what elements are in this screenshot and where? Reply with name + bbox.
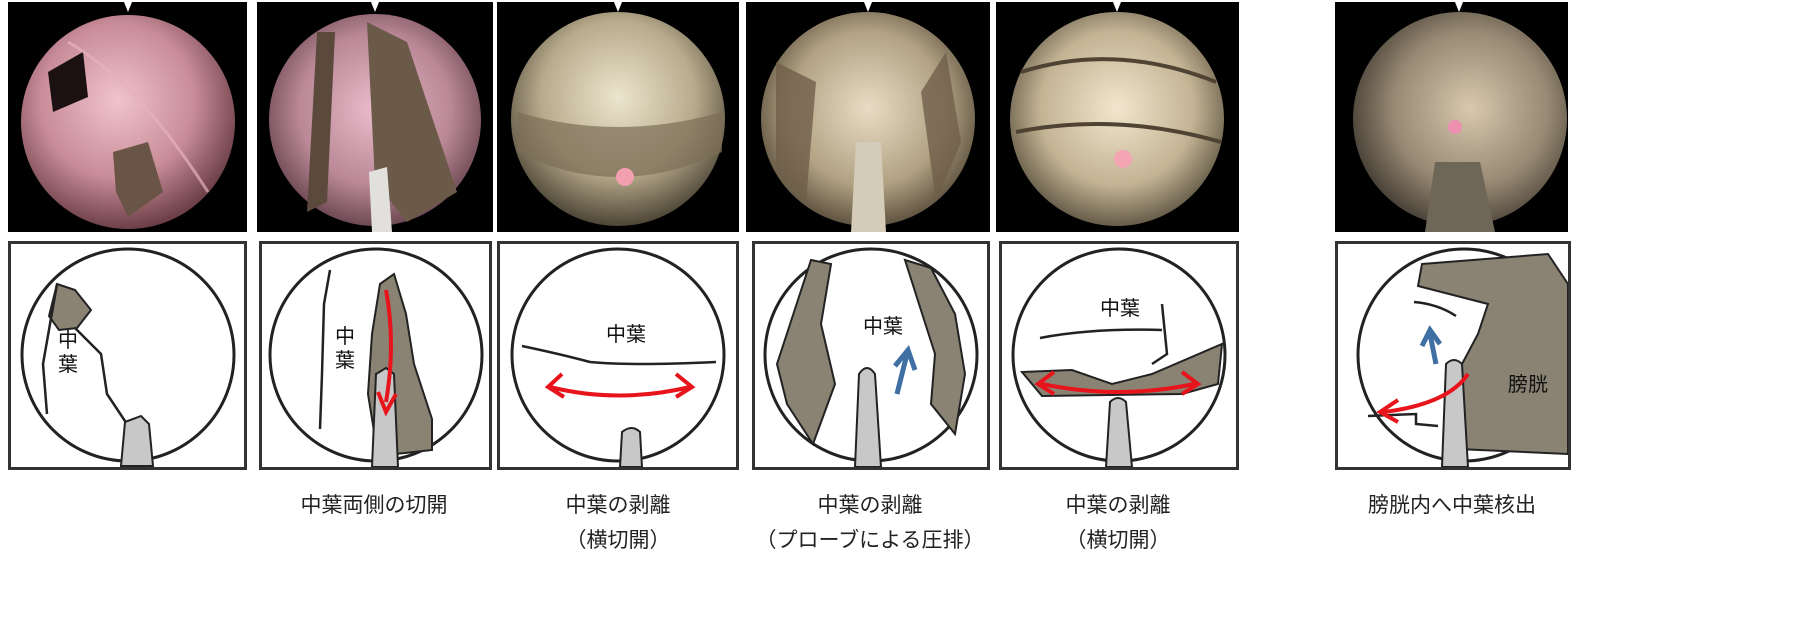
middle-lobe-label: 中葉 (57, 328, 79, 376)
caption-line: 中葉の剥離 (566, 488, 671, 523)
caption-line: （プローブによる圧排） (755, 523, 984, 558)
caption-line: 中葉の剥離 (755, 488, 984, 523)
bladder-label: 膀胱 (1508, 372, 1548, 396)
caption-line: 中葉両側の切開 (301, 488, 448, 523)
caption-line: （横切開） (1066, 523, 1171, 558)
endoscope-photo-1 (8, 2, 247, 232)
endoscope-photo-5 (996, 2, 1239, 232)
caption-6: 膀胱内へ中葉核出 (1368, 488, 1536, 523)
schematic-sketch-1: 中葉 (8, 241, 247, 470)
endoscope-photo-3 (497, 2, 739, 232)
caption-2: 中葉両側の切開 (301, 488, 448, 523)
middle-lobe-label: 中葉 (1100, 296, 1140, 320)
schematic-sketch-2: 中葉 (259, 241, 492, 470)
endoscope-photo-6 (1335, 2, 1568, 232)
schematic-sketch-6: 膀胱 (1335, 241, 1571, 470)
endoscope-photo-2 (257, 2, 493, 232)
endoscope-photo-4 (746, 2, 990, 232)
caption-4: 中葉の剥離 （プローブによる圧排） (755, 488, 984, 558)
caption-5: 中葉の剥離 （横切開） (1066, 488, 1171, 558)
schematic-sketch-4: 中葉 (752, 241, 990, 470)
caption-line: 膀胱内へ中葉核出 (1368, 488, 1536, 523)
caption-3: 中葉の剥離 （横切開） (566, 488, 671, 558)
caption-line: 中葉の剥離 (1066, 488, 1171, 523)
schematic-sketch-3: 中葉 (497, 241, 739, 470)
middle-lobe-label: 中葉 (334, 324, 356, 372)
caption-line: （横切開） (566, 523, 671, 558)
middle-lobe-label: 中葉 (863, 314, 903, 338)
schematic-sketch-5: 中葉 (999, 241, 1239, 470)
middle-lobe-label: 中葉 (606, 322, 646, 346)
